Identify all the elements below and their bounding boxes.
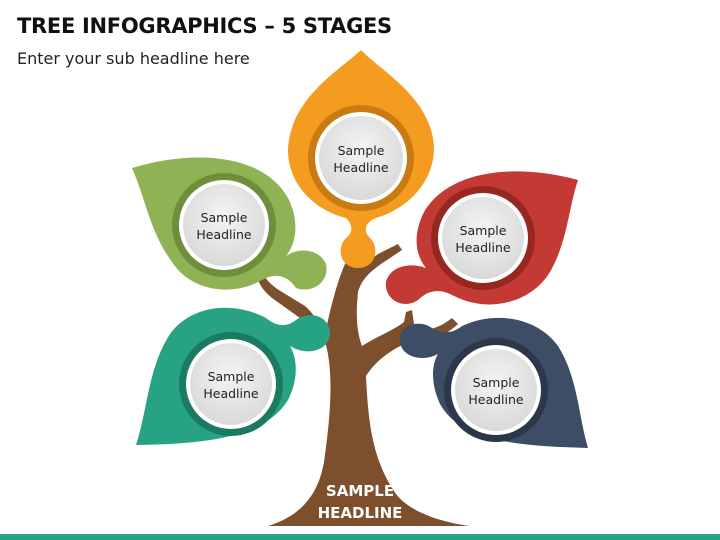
disc xyxy=(442,197,524,279)
leaf-label-line1: Sample xyxy=(460,223,507,238)
leaf-label-line2: Headline xyxy=(196,227,252,242)
leaf-orange: Sample Headline xyxy=(288,50,434,268)
leaf-teal: Sample Headline xyxy=(136,307,330,445)
disc xyxy=(183,184,265,266)
leaf-red: Sample Headline xyxy=(385,171,578,305)
leaf-label-line1: Sample xyxy=(473,375,520,390)
leaf-label-line1: Sample xyxy=(338,143,385,158)
leaf-green: Sample Headline xyxy=(132,157,327,290)
disc xyxy=(455,349,537,431)
leaf-label-line2: Headline xyxy=(203,386,259,401)
tree-trunk xyxy=(256,244,470,526)
leaf-label-line1: Sample xyxy=(201,210,248,225)
disc xyxy=(319,116,403,200)
disc xyxy=(190,343,272,425)
page-title: TREE INFOGRAPHICS – 5 STAGES xyxy=(17,14,392,38)
trunk-label-line1: SAMPLE xyxy=(326,482,394,500)
leaf-navy: Sample Headline xyxy=(399,317,588,448)
page-subtitle: Enter your sub headline here xyxy=(17,49,250,68)
trunk-label-line2: HEADLINE xyxy=(318,504,403,522)
leaf-label-line2: Headline xyxy=(468,392,524,407)
leaf-label-line1: Sample xyxy=(208,369,255,384)
leaf-label-line2: Headline xyxy=(333,160,389,175)
footer-accent-bar xyxy=(0,534,720,540)
leaf-label-line2: Headline xyxy=(455,240,511,255)
